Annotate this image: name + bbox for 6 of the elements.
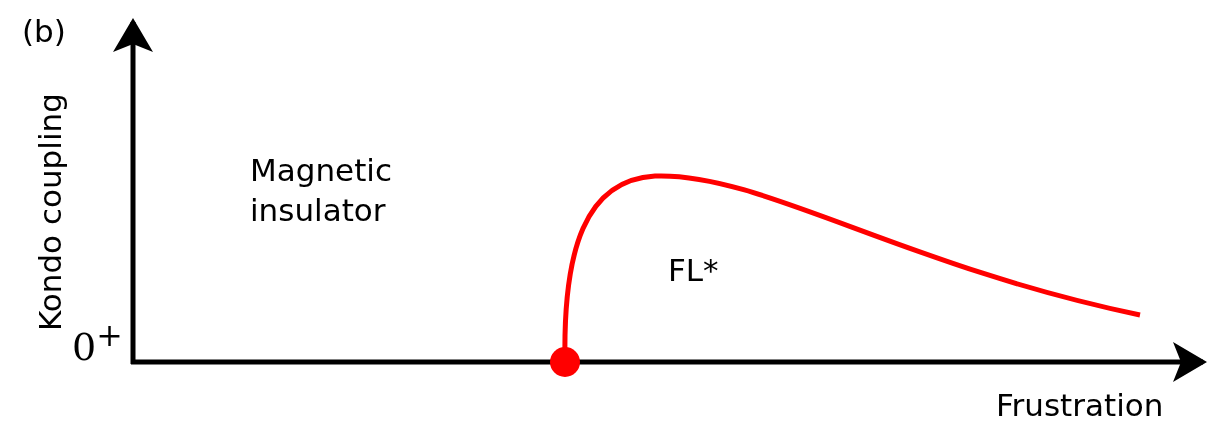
region-label: Magnetic insulator [250, 151, 393, 231]
panel-label: (b) [22, 14, 66, 49]
tick-label: 0$^{+}$ [72, 318, 123, 369]
region-label: FL* [668, 253, 719, 288]
axis-title: Frustration [996, 388, 1164, 423]
axis-title: Kondo coupling [32, 92, 68, 333]
